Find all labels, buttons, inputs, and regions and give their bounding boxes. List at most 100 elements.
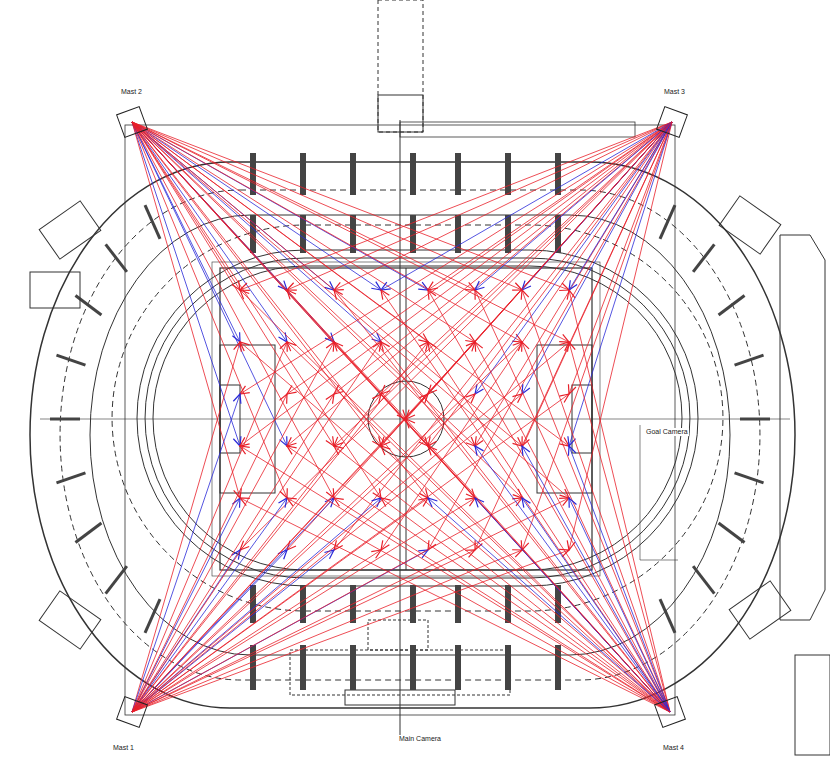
aim-arrow <box>406 419 415 428</box>
aim-arrow <box>475 446 484 456</box>
aiming-line <box>132 394 287 712</box>
aiming-line <box>569 290 670 712</box>
aiming-line <box>522 498 670 712</box>
aiming-line <box>132 550 569 712</box>
aim-arrow <box>567 290 575 300</box>
stand-aisle <box>719 296 745 316</box>
aim-arrow <box>280 436 287 446</box>
stand-aisle <box>56 355 85 365</box>
aiming-line <box>406 122 672 419</box>
aim-arrow <box>522 446 530 456</box>
stand-aisle <box>106 244 127 272</box>
aim-arrow <box>373 488 381 498</box>
aim-arrow <box>372 333 381 342</box>
aim-arrow <box>559 283 569 290</box>
stand-aisle <box>410 153 416 195</box>
aim-arrow <box>381 385 390 394</box>
aim-arrow <box>568 436 576 446</box>
aim-arrow <box>419 342 428 352</box>
stand-aisle <box>455 153 461 195</box>
aim-arrow <box>287 498 297 506</box>
aim-arrow <box>428 498 437 507</box>
aim-arrow <box>334 498 344 506</box>
building <box>729 581 791 639</box>
aiming-line <box>132 498 569 712</box>
aim-arrow <box>233 436 241 446</box>
stand-aisle <box>455 645 461 690</box>
aim-arrow <box>240 541 249 550</box>
camera-label: Goal Camera <box>645 428 689 436</box>
aim-arrow <box>371 282 381 290</box>
aim-arrow <box>334 446 344 455</box>
building <box>39 591 101 649</box>
aiming-line <box>569 498 670 712</box>
aiming-line <box>406 419 670 712</box>
aiming-line <box>569 446 670 712</box>
stand-aisle <box>505 215 511 253</box>
mast-label: Mast 2 <box>120 88 143 96</box>
aim-arrow <box>567 540 575 550</box>
aim-arrow <box>280 488 287 498</box>
mast-label: Mast 4 <box>662 744 685 752</box>
aim-arrow <box>475 498 484 507</box>
aim-arrow <box>522 281 531 290</box>
stand-aisle <box>56 473 85 483</box>
aim-arrow <box>512 394 522 403</box>
aim-arrow <box>240 446 250 454</box>
aim-arrow <box>240 283 250 290</box>
aim-arrow <box>240 498 250 506</box>
aim-arrow <box>287 541 296 550</box>
aim-arrow <box>334 282 344 290</box>
aim-arrow <box>371 550 381 558</box>
aiming-line <box>334 446 670 712</box>
aim-arrow <box>287 290 296 299</box>
aiming-line <box>240 122 672 290</box>
aiming-line <box>334 342 670 712</box>
aiming-line <box>334 498 670 712</box>
aim-arrow <box>466 342 475 351</box>
stand-aisle <box>555 645 561 690</box>
stand-aisle <box>350 645 356 690</box>
aim-arrow <box>287 446 297 454</box>
aiming-line <box>132 550 522 712</box>
aiming-line <box>381 342 670 712</box>
aiming-line <box>132 122 381 290</box>
aiming-line <box>132 122 522 342</box>
aiming-line <box>428 498 670 712</box>
aiming-line <box>132 342 287 712</box>
aim-arrow <box>240 342 249 351</box>
stand-aisle <box>505 153 511 195</box>
aim-arrow <box>428 446 437 455</box>
aim-arrow <box>568 446 575 456</box>
aiming-line <box>132 122 381 342</box>
stand-aisle <box>145 599 160 633</box>
aiming-line <box>132 394 240 712</box>
aim-arrow <box>513 437 522 446</box>
aiming-line <box>428 122 672 290</box>
aiming-line <box>240 290 670 712</box>
aiming-line <box>132 394 522 712</box>
camera-label: Main Camera <box>398 735 442 743</box>
aim-arrow <box>240 437 250 446</box>
aiming-line <box>428 342 670 712</box>
aim-arrow <box>569 280 577 290</box>
aiming-line <box>381 122 672 290</box>
aim-arrow <box>278 550 287 559</box>
aiming-line <box>381 290 670 712</box>
aim-arrow <box>512 550 522 557</box>
building <box>719 196 781 254</box>
stand-aisle <box>75 523 101 543</box>
aim-arrow <box>559 334 569 342</box>
aiming-line <box>132 342 522 712</box>
aim-arrow <box>381 290 389 300</box>
building <box>39 201 101 259</box>
aiming-line <box>569 122 672 290</box>
aim-arrow <box>240 386 250 394</box>
aim-arrow <box>428 342 436 352</box>
aiming-line <box>240 446 670 712</box>
aiming-line <box>475 446 670 712</box>
stand-aisle <box>660 205 675 239</box>
aiming-line <box>132 122 475 342</box>
aim-arrow <box>240 290 249 299</box>
